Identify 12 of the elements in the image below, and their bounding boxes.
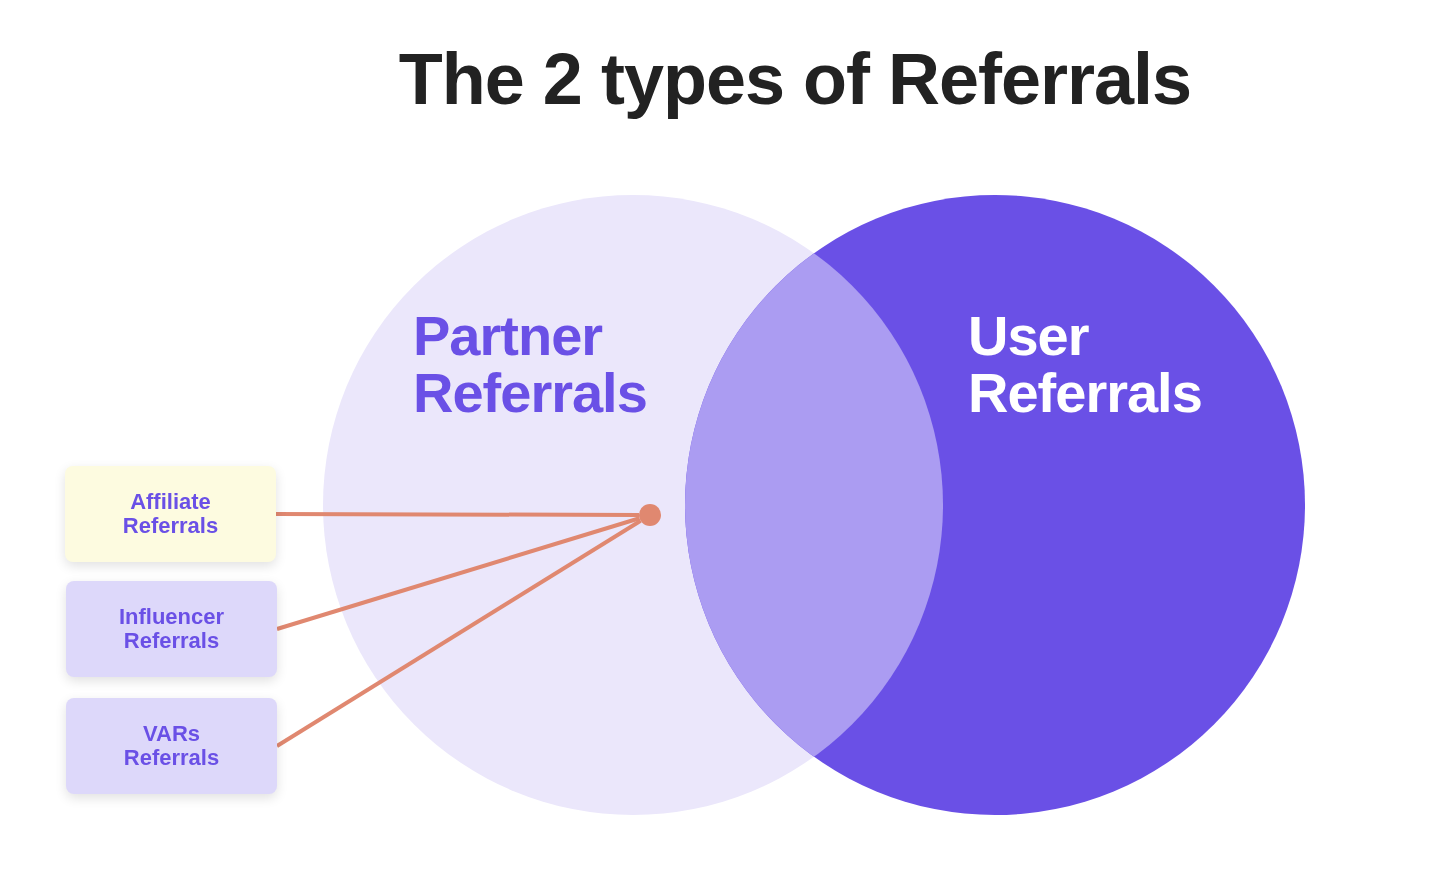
card-label: Influencer Referrals [117, 605, 226, 653]
circle-label: Partner Referrals [413, 307, 648, 421]
connector-line [275, 519, 642, 748]
title: The 2 types of Referrals [397, 38, 1193, 120]
connector-line [276, 512, 639, 517]
connector-line [276, 516, 641, 631]
card-label: Affiliate Referrals [121, 490, 220, 538]
card-label: VARs Referrals [122, 722, 221, 770]
label-card [65, 466, 276, 562]
label-card [66, 698, 277, 794]
circle-label: User Referrals [968, 307, 1203, 421]
label-card [66, 581, 277, 677]
